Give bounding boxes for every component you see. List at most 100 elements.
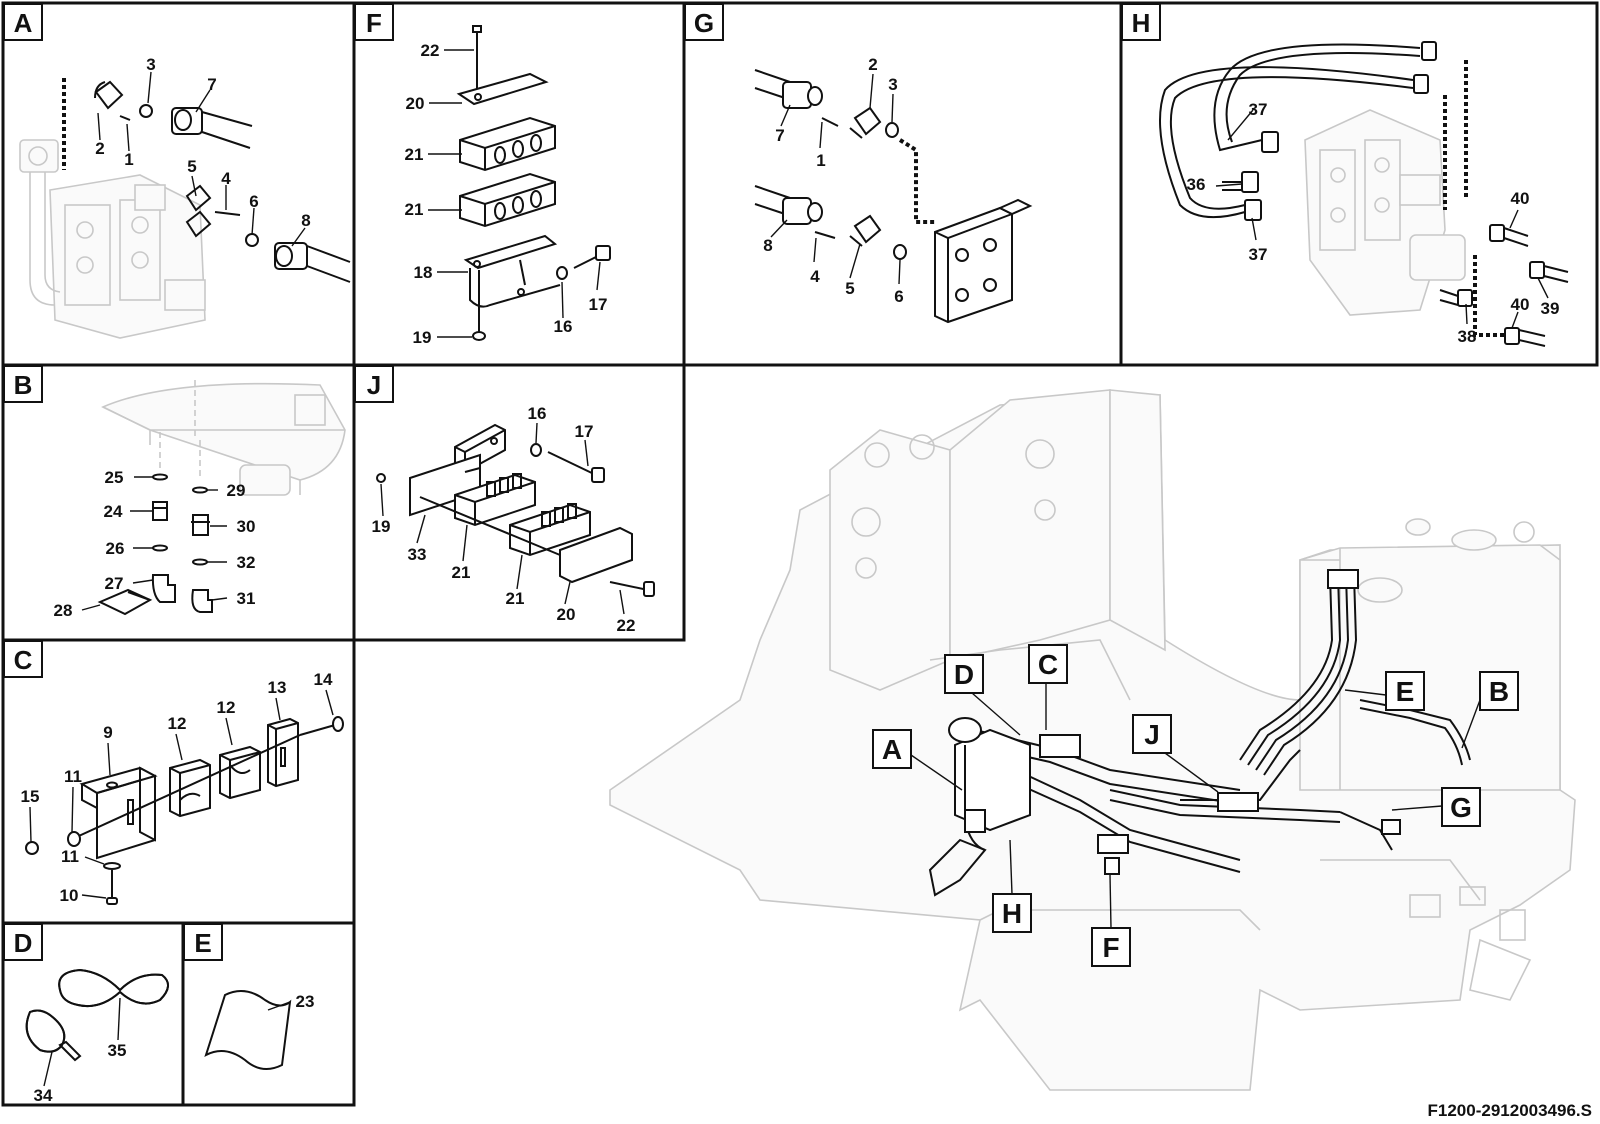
label-a-4: 4 — [221, 169, 231, 188]
label-b-27: 27 — [105, 574, 124, 593]
callout-a: A — [872, 729, 963, 791]
panel-letter-b: B — [3, 365, 43, 403]
label-g-6: 6 — [894, 287, 903, 306]
label-e-23: 23 — [296, 992, 315, 1011]
label-c-10: 10 — [60, 886, 79, 905]
label-d-35: 35 — [108, 1041, 127, 1060]
label-j-21a: 21 — [452, 563, 471, 582]
panel-a-labels: 3 7 2 1 5 4 6 8 — [95, 55, 310, 230]
label-f-16: 16 — [554, 317, 573, 336]
panel-letter-j: J — [354, 365, 394, 403]
svg-text:F: F — [1102, 932, 1119, 963]
label-c-12b: 12 — [217, 698, 236, 717]
svg-text:J: J — [1144, 719, 1160, 750]
svg-text:H: H — [1132, 8, 1151, 38]
label-c-11b: 11 — [61, 847, 79, 866]
panel-h-drawing — [1159, 41, 1569, 347]
label-c-13: 13 — [268, 678, 287, 697]
label-j-17: 17 — [575, 422, 594, 441]
label-h-40b: 40 — [1511, 295, 1530, 314]
label-c-9: 9 — [103, 723, 112, 742]
svg-text:E: E — [1396, 676, 1415, 707]
main-hydraulic-hoses — [928, 569, 1471, 897]
callout-e: E — [1344, 671, 1425, 711]
label-f-19: 19 — [413, 328, 432, 347]
label-g-2: 2 — [868, 55, 877, 74]
callout-d: D — [944, 654, 1021, 736]
svg-text:A: A — [882, 734, 902, 765]
svg-text:C: C — [1038, 649, 1058, 680]
svg-text:A: A — [14, 8, 33, 38]
panel-j-drawing — [376, 422, 655, 615]
callout-j: J — [1132, 714, 1219, 793]
svg-text:E: E — [194, 928, 211, 958]
label-d-34: 34 — [34, 1086, 53, 1105]
label-b-24: 24 — [104, 502, 123, 521]
panel-b-labels: 25 24 26 27 28 29 30 32 31 — [54, 468, 256, 620]
callout-b: B — [1461, 671, 1519, 749]
label-f-17: 17 — [589, 295, 608, 314]
label-c-12a: 12 — [168, 714, 187, 733]
panel-letters: A F G H B J C D E — [3, 3, 1161, 961]
panel-a-drawing — [19, 71, 351, 339]
panel-letter-e: E — [183, 923, 223, 961]
label-b-31: 31 — [237, 589, 256, 608]
panel-letter-d: D — [3, 923, 43, 961]
label-f-22: 22 — [421, 41, 440, 60]
label-a-8: 8 — [301, 211, 310, 230]
panel-e-labels: 23 — [296, 992, 315, 1011]
label-b-25: 25 — [105, 468, 124, 487]
label-j-16: 16 — [528, 404, 547, 423]
label-h-37b: 37 — [1249, 245, 1268, 264]
label-b-26: 26 — [106, 539, 125, 558]
label-b-28: 28 — [54, 601, 73, 620]
svg-text:J: J — [367, 370, 381, 400]
panel-d-drawing — [25, 968, 169, 1087]
label-j-33: 33 — [408, 545, 427, 564]
callout-c: C — [1028, 644, 1068, 730]
panel-b-drawing — [81, 380, 346, 616]
label-h-37a: 37 — [1249, 100, 1268, 119]
svg-text:D: D — [954, 659, 974, 690]
panel-letter-g: G — [684, 3, 724, 41]
svg-text:H: H — [1002, 898, 1022, 929]
svg-text:C: C — [14, 645, 33, 675]
label-c-14: 14 — [314, 670, 333, 689]
panel-c-labels: 14 13 12 12 9 11 15 11 10 — [21, 670, 333, 905]
panel-c-drawing — [25, 689, 344, 905]
panel-g-labels: 2 3 7 1 8 4 5 6 — [763, 55, 903, 306]
panel-letter-c: C — [3, 640, 43, 678]
label-h-36: 36 — [1187, 175, 1206, 194]
label-c-15: 15 — [21, 787, 40, 806]
label-h-40a: 40 — [1511, 189, 1530, 208]
label-b-29: 29 — [227, 481, 246, 500]
label-g-8: 8 — [763, 236, 772, 255]
panel-d-labels: 35 34 — [34, 1041, 127, 1105]
panel-f-drawing — [428, 25, 611, 341]
diagram-code: F1200-2912003496.S — [1428, 1101, 1592, 1120]
svg-text:B: B — [1489, 676, 1509, 707]
callout-f: F — [1091, 874, 1131, 967]
panel-letter-h: H — [1121, 3, 1161, 41]
label-h-38: 38 — [1458, 327, 1477, 346]
label-h-39: 39 — [1541, 299, 1560, 318]
svg-text:G: G — [694, 8, 714, 38]
main-machine-frame — [609, 389, 1576, 1091]
panel-letter-a: A — [3, 3, 43, 41]
label-j-19: 19 — [372, 517, 391, 536]
callout-h: H — [992, 839, 1032, 933]
callouts: D C A J E B G — [872, 644, 1519, 967]
svg-text:B: B — [14, 370, 33, 400]
label-c-11a: 11 — [64, 767, 82, 786]
label-g-3: 3 — [888, 75, 897, 94]
label-a-3: 3 — [146, 55, 155, 74]
label-b-30: 30 — [237, 517, 256, 536]
svg-text:D: D — [14, 928, 33, 958]
label-a-6: 6 — [249, 192, 258, 211]
label-f-20: 20 — [406, 94, 425, 113]
label-f-21a: 21 — [405, 145, 424, 164]
panel-e-drawing — [204, 990, 292, 1070]
label-f-18: 18 — [414, 263, 433, 282]
label-j-22: 22 — [617, 616, 636, 635]
label-g-7: 7 — [775, 126, 784, 145]
